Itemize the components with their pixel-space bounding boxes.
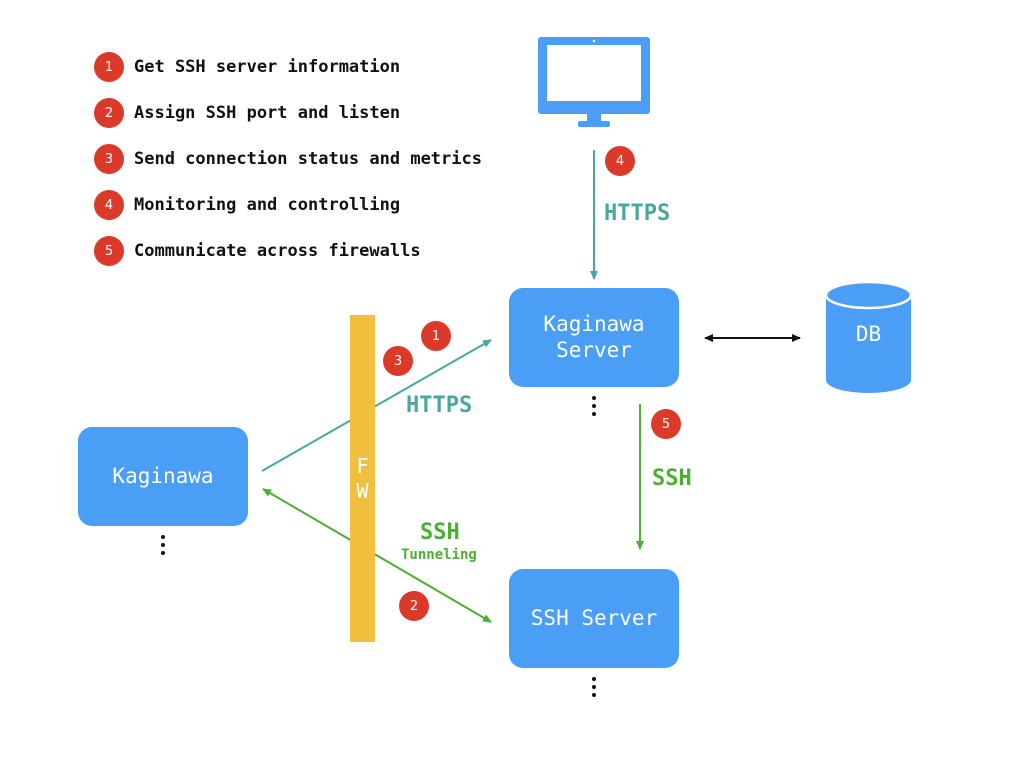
database-icon: [824, 280, 913, 393]
node-label: Kaginawa: [112, 463, 214, 488]
legend-item: 1 Get SSH server information: [94, 52, 400, 82]
kaginawa-node[interactable]: Kaginawa: [78, 427, 248, 526]
more-instances-icon: [161, 535, 167, 559]
step-badge: 2: [94, 98, 124, 128]
more-instances-icon: [592, 677, 598, 701]
legend-item: 2 Assign SSH port and listen: [94, 98, 400, 128]
db-label: DB: [855, 322, 882, 346]
node-label: Kaginawa: [543, 312, 645, 337]
node-label: Server: [556, 337, 632, 362]
legend-text: Monitoring and controlling: [134, 195, 401, 215]
more-instances-icon: [592, 396, 598, 420]
legend-text: Get SSH server information: [134, 57, 401, 77]
step-badge: 2: [399, 591, 429, 621]
step-badge: 1: [421, 321, 451, 351]
legend-item: 3 Send connection status and metrics: [94, 144, 482, 174]
kaginawa-server-node[interactable]: Kaginawa Server: [509, 288, 679, 387]
tunneling-label: Tunneling: [401, 547, 477, 563]
legend-text: Communicate across firewalls: [134, 241, 421, 261]
ssh-server-node[interactable]: SSH Server: [509, 569, 679, 668]
step-badge: 5: [651, 409, 681, 439]
legend-text: Assign SSH port and listen: [134, 103, 401, 123]
https-label: HTTPS: [406, 393, 473, 418]
legend-text: Send connection status and metrics: [134, 149, 482, 169]
step-badge: 3: [383, 346, 413, 376]
firewall-letter: W: [356, 479, 369, 503]
firewall-letter: F: [356, 454, 369, 478]
step-badge: 1: [94, 52, 124, 82]
legend-item: 5 Communicate across firewalls: [94, 236, 421, 266]
ssh-tunnel-arrow: [262, 488, 492, 623]
https-label: HTTPS: [604, 201, 671, 226]
legend-item: 4 Monitoring and controlling: [94, 190, 400, 220]
ssh-label: SSH: [652, 466, 692, 491]
firewall-bar: F W: [350, 315, 375, 642]
step-badge: 5: [94, 236, 124, 266]
step-badge: 4: [605, 146, 635, 176]
step-badge: 3: [94, 144, 124, 174]
node-label: SSH Server: [530, 605, 658, 630]
monitor-icon: [538, 37, 650, 127]
ssh-tunnel-label: SSH: [420, 520, 460, 545]
step-badge: 4: [94, 190, 124, 220]
kaginawa-to-server-arrow: [261, 339, 492, 472]
